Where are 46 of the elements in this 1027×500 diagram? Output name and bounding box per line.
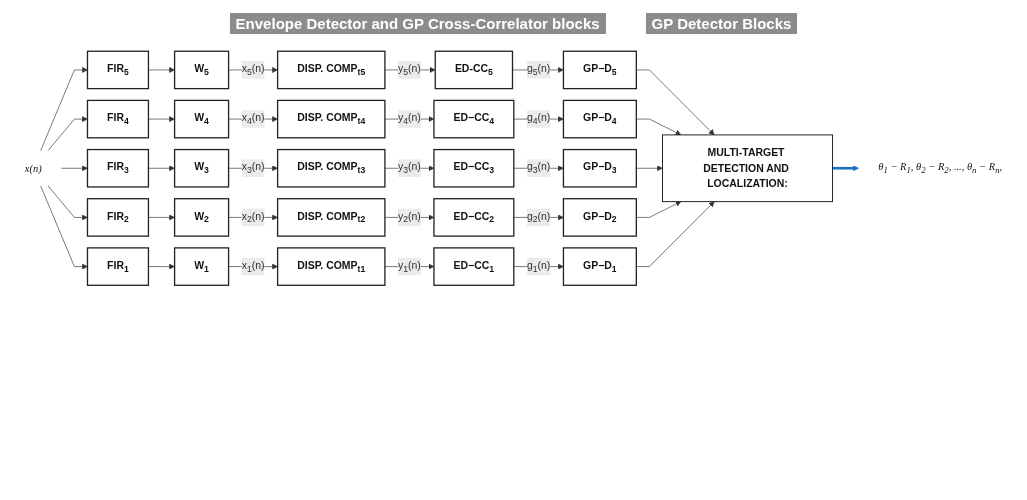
node-box: DISP. COMP$_{t2}$ [276,198,386,237]
node-box: ED−CC$_{3}$ [433,148,515,188]
node-box: DISP. COMP$_{t1}$ [276,247,386,286]
node-box: FIR$_{3}$ [86,148,150,188]
node-box: GP−D$_{3}$ [562,148,637,188]
edge-label: x$_{4}$(n) [241,112,265,127]
edge-label: x$_{1}$(n) [241,259,265,274]
node-box: DISP. COMP$_{t4}$ [276,99,386,139]
node-box: DISP. COMP$_{t3}$ [276,148,386,188]
node-box: GP−D$_{5}$ [562,50,637,90]
node-box: GP−D$_{1}$ [562,247,637,286]
node-box: FIR$_{4}$ [86,99,150,139]
arrow [832,165,859,172]
node-box: GP−D$_{2}$ [562,198,637,237]
edge-label: x$_{5}$(n) [241,63,265,77]
node-box: W$_{4}$ [173,99,230,139]
edge-label: g$_{1}$(n) [526,259,551,274]
edge-label: g$_{5}$(n) [526,63,551,77]
section-heading: Envelope Detector and GP Cross-Correlator blocks [229,12,606,34]
edge-label: x$_{2}$(n) [241,210,265,225]
edge-label: y$_{2}$(n) [397,210,421,225]
edge-label: x$_{3}$(n) [241,161,265,176]
node-box: MULTI-TARGET DETECTION AND LOCALIZATION: [662,134,833,203]
node-box: FIR$_{1}$ [86,247,150,286]
node-box: ED−CC$_{2}$ [433,198,515,237]
node-box: FIR$_{5}$ [86,50,150,90]
edge-label: y$_{3}$(n) [397,161,421,176]
node-box: ED-CC$_{5}$ [434,50,514,90]
node-box: W$_{3}$ [173,148,230,188]
node-text: θ$_{1}$ − R$_{1}$, θ$_{2}$ − R$_{2}$, ..., θ$_{n}$ − R$_{n}$, [878,161,1003,176]
node-text: x(n) [24,162,42,174]
node-box: ED−CC$_{1}$ [433,247,515,286]
edge-label: y$_{4}$(n) [397,112,421,127]
edge-label: g$_{3}$(n) [526,161,551,176]
node-box: W$_{5}$ [173,50,230,90]
node-box: W$_{1}$ [173,247,230,286]
node-box: GP−D$_{4}$ [562,99,637,139]
node-box: FIR$_{2}$ [86,198,150,237]
node-box: ED−CC$_{4}$ [433,99,515,139]
node-box: W$_{2}$ [173,198,230,237]
section-heading: GP Detector Blocks [645,12,798,34]
edge-label: g$_{2}$(n) [526,210,551,225]
edge-label: y$_{1}$(n) [397,259,421,274]
edge-label: g$_{4}$(n) [526,112,551,127]
edge-label: y$_{5}$(n) [397,63,421,77]
node-box: DISP. COMP$_{t5}$ [276,50,386,90]
